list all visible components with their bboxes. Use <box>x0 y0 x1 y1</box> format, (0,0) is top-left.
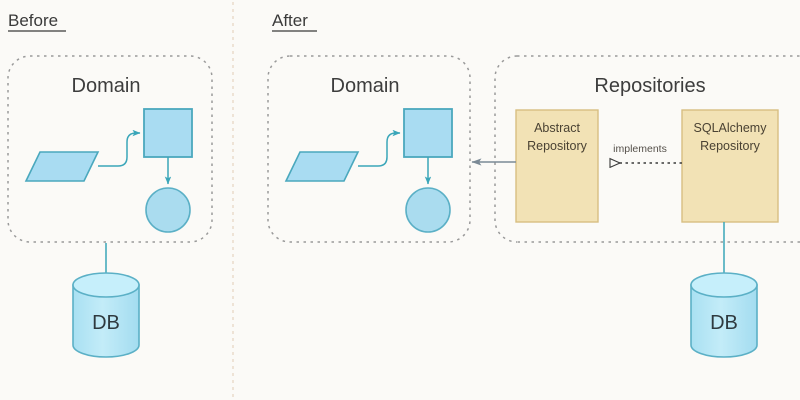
db-label-after: DB <box>710 312 738 334</box>
domain-before-title: Domain <box>72 75 141 97</box>
db-cylinder-after: DB <box>690 272 758 358</box>
process-square-before <box>143 108 193 158</box>
process-square-after <box>403 108 453 158</box>
sqlalchemy-repository-label-line1: SQLAlchemy <box>694 121 768 135</box>
input-parallelogram-after <box>284 151 360 182</box>
abstract-repository-label-line2: Repository <box>527 139 587 153</box>
before-section-title: Before <box>8 11 58 30</box>
domain-after-title: Domain <box>331 75 400 97</box>
terminator-circle-before <box>145 187 191 233</box>
terminator-circle-after <box>405 187 451 233</box>
after-section-title: After <box>272 11 308 30</box>
domain-after-container <box>267 55 471 243</box>
abstract-repository-label-line1: Abstract <box>534 121 580 135</box>
sqlalchemy-repository-box: SQLAlchemy Repository <box>681 109 779 223</box>
db-label-before: DB <box>92 312 120 334</box>
db-cylinder-before: DB <box>72 272 140 358</box>
repositories-container <box>494 55 800 243</box>
input-parallelogram-before <box>24 151 100 182</box>
sqlalchemy-repository-label-line2: Repository <box>700 139 760 153</box>
implements-label: implements <box>613 143 667 155</box>
connector-input-to-process-before <box>98 129 141 167</box>
connector-input-to-process-after <box>358 129 401 167</box>
repositories-title: Repositories <box>594 75 705 97</box>
abstract-repository-box: Abstract Repository <box>515 109 599 223</box>
